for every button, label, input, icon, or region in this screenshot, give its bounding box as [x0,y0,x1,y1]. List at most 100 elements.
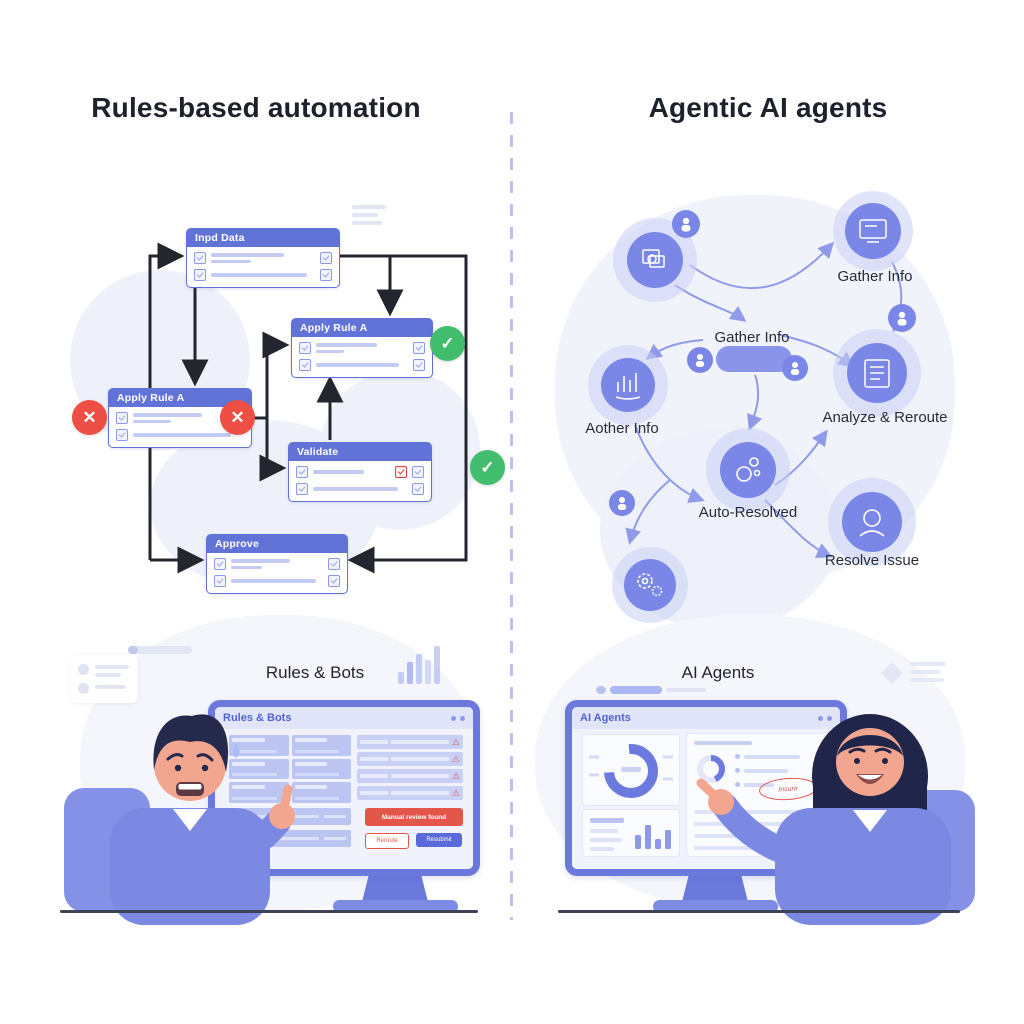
flow-box-title: Inpd Data [187,229,339,247]
face [154,729,226,801]
warning-icon: ⚠ [451,770,460,781]
donut-chart-card [582,734,680,806]
checkbox-icon [413,342,425,354]
alert-banner: Manual review found [365,808,463,826]
error-cross-badge: ✕ [72,400,107,435]
right-monitor-titlebar: AI Agents [572,707,840,729]
flow-box-approve: Approve [206,534,348,594]
mini-bar-chart [635,819,671,849]
left-monitor-stand [333,870,458,913]
panel-divider [510,112,513,920]
right-monitor-stand [653,870,778,913]
warning-icon: ⚠ [451,736,460,747]
flow-connectors [148,242,468,574]
decor-list-lines [352,205,386,209]
arm [712,793,810,869]
sweater [775,808,951,925]
person-mini-icon [609,210,916,516]
happy-woman-illustration [696,714,975,925]
flow-box-apply-rule-a: Apply Rule A [291,318,433,378]
right-monitor-title: AI Agents [580,712,631,724]
net-label-resolve-issue: Resolve Issue [824,552,920,569]
checkbox-icon [194,269,206,281]
brows [848,747,892,754]
primary-button: Resubmit [416,833,462,847]
collar [173,809,207,831]
checkbox-icon [328,558,340,570]
pointing-finger [279,784,293,815]
flow-box-input-data: Inpd Data [186,228,340,288]
net-label-gather-info-top: Gather Info [837,268,913,285]
node-document-icon [833,329,921,417]
hair [153,714,229,772]
flow-box-title: Apply Rule A [109,389,251,407]
warning-icon: ⚠ [451,753,460,764]
node-cluster-icon [706,428,790,512]
error-cross-badge: ✕ [220,400,255,435]
sweater [110,808,270,925]
checkbox-icon [116,412,128,424]
window-dot-icon [460,715,465,721]
window-dot-icon [818,715,823,721]
flow-box-title: Apply Rule A [292,319,432,337]
sweat-drop-icon [232,744,240,758]
decor-bowtie-card [870,656,948,696]
decor-progress-pill [128,646,192,654]
left-monitor-titlebar: Rules & Bots [215,707,473,729]
checkbox-icon [194,252,206,264]
frustrated-man-illustration [64,714,295,925]
worried-brows [166,753,214,762]
decor-list-lines [352,213,378,217]
window-dot-icon [827,715,832,721]
node-chart-icon [588,345,668,425]
checkbox-icon [214,575,226,587]
net-label-analyze-reroute: Analyze & Reroute [822,409,948,426]
checkbox-icon [412,466,424,478]
checkbox-icon [296,466,308,478]
left-monitor: Rules & Bots ⚠ ⚠ ⚠ ⚠ Manual review found… [208,700,480,876]
net-label-aother-info: Aother Info [585,420,659,437]
right-station-heading: AI Agents [681,663,755,682]
node-monitor-icon [833,191,913,271]
secondary-button: Reroute [365,833,409,849]
checkbox-icon [413,359,425,371]
checkbox-icon [299,359,311,371]
right-desk-line [558,910,960,913]
node-workflow-icon [613,218,697,302]
checkbox-icon [116,429,128,441]
warning-list: ⚠ ⚠ ⚠ ⚠ [357,735,463,800]
left-desk-line [60,910,478,913]
checkbox-icon [412,483,424,495]
hair-fringe [837,735,903,756]
flow-box-validate: Validate [288,442,432,502]
right-panel-title: Agentic AI agents [648,92,888,123]
node-gears-icon [612,547,688,623]
net-label-gather-info-mid: Gather Info [714,329,790,346]
small-donut-chart [697,755,725,783]
warning-icon: ⚠ [451,787,460,798]
smile-mouth [856,774,884,784]
grimace-mouth [176,782,204,796]
agent-network [588,191,921,623]
left-station-heading: Rules & Bots [265,663,365,682]
stats-card [582,809,680,857]
left-monitor-title: Rules & Bots [223,712,292,724]
success-check-badge: ✓ [430,326,465,361]
left-monitor-screen: Rules & Bots ⚠ ⚠ ⚠ ⚠ Manual review found… [215,707,473,869]
node-support-agent-icon [828,478,916,566]
checkbox-icon [214,558,226,570]
checkbox-icon [320,269,332,281]
donut-chart [589,744,673,798]
net-label-auto-resolved: Auto-Resolved [698,504,798,521]
pill-node [716,346,792,372]
decor-bar-chart-icon [398,638,452,684]
checkbox-error-icon [395,466,407,478]
decor-progress-pill [596,686,706,694]
success-check-badge: ✓ [470,450,505,485]
flow-box-title: Approve [207,535,347,553]
rules-grid [229,735,351,803]
checkbox-icon [299,342,311,354]
decor-list-lines [352,221,382,225]
flow-box-title: Validate [289,443,431,461]
